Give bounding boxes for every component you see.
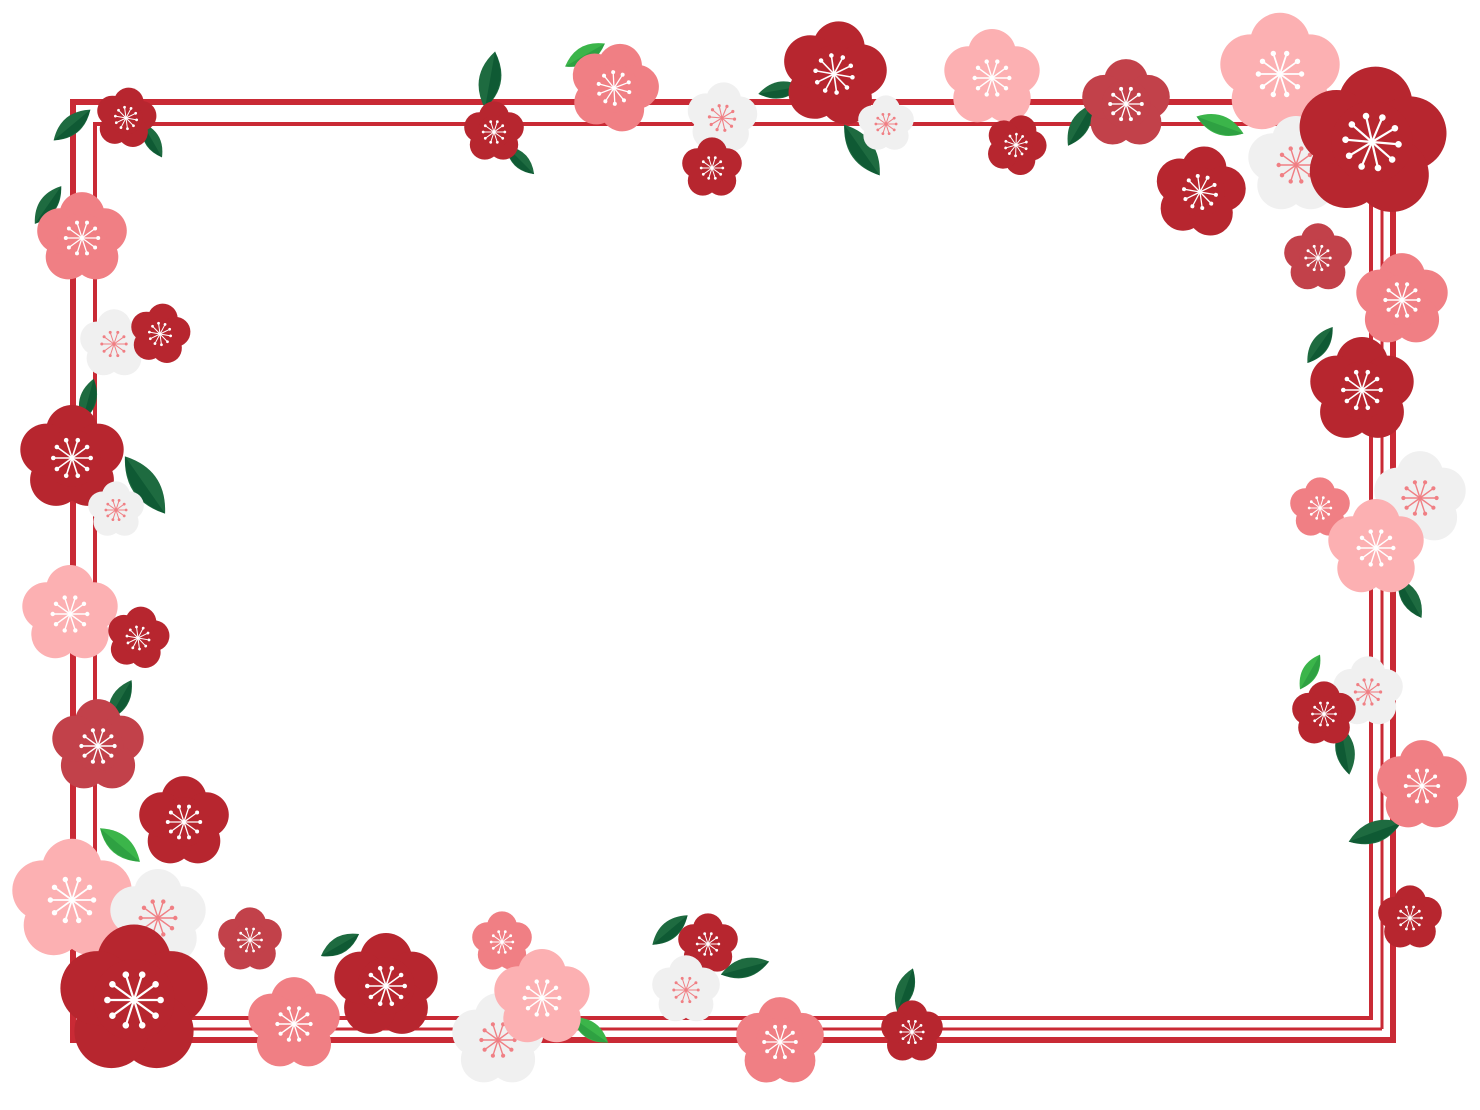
plum-blossom-icon bbox=[60, 924, 208, 1069]
plum-blossom-icon bbox=[858, 95, 914, 150]
plum-blossom-icon bbox=[1377, 740, 1467, 828]
plum-blossom-icon bbox=[20, 405, 124, 506]
leaf-icon bbox=[1196, 114, 1244, 136]
plum-blossom-icon bbox=[1292, 681, 1356, 744]
leaf-icon bbox=[571, 1017, 609, 1043]
plum-blossom-icon bbox=[1156, 146, 1246, 236]
plum-blossom-icon bbox=[464, 101, 524, 160]
leaf-icon bbox=[53, 109, 91, 141]
leaf-icon bbox=[34, 186, 62, 224]
plum-blossom-icon bbox=[682, 137, 742, 196]
leaf-icon bbox=[1307, 326, 1333, 364]
plum-blossom-icon bbox=[988, 115, 1047, 175]
plum-blossom-icon bbox=[1220, 12, 1340, 130]
plum-blossom-icon bbox=[1356, 253, 1448, 343]
plum-blossom-icon bbox=[1328, 499, 1424, 593]
leaf-icon bbox=[1348, 819, 1402, 845]
plum-blossom-icon bbox=[652, 955, 720, 1022]
plum-blossom-icon bbox=[678, 913, 738, 972]
leaf-icon bbox=[844, 124, 880, 176]
plum-blossom-icon bbox=[1310, 337, 1414, 438]
plum-blossom-icon bbox=[37, 192, 127, 280]
leaf-icon bbox=[478, 51, 502, 109]
plum-blossom-icon bbox=[452, 993, 544, 1083]
leaf-icon bbox=[1067, 104, 1093, 146]
plum-blossom-icon bbox=[1378, 885, 1442, 948]
leaf-icon bbox=[100, 828, 140, 862]
plum-blossom-icon bbox=[1284, 223, 1352, 290]
plum-blossom-icon bbox=[52, 699, 144, 789]
plum-blossom-icon bbox=[881, 1000, 943, 1061]
plum-blossom-icon bbox=[334, 933, 438, 1034]
plum-blossom-icon bbox=[88, 481, 144, 536]
plum-blossom-icon bbox=[1299, 66, 1447, 212]
plum-blossom-icon bbox=[248, 977, 340, 1067]
plum-blossom-icon bbox=[494, 949, 590, 1043]
plum-blossom-icon bbox=[944, 29, 1040, 123]
plum-blossom-icon bbox=[784, 21, 887, 125]
plum-blossom-icon bbox=[572, 43, 659, 132]
plum-blossom-icon bbox=[1374, 451, 1466, 541]
plum-blossom-icon bbox=[22, 565, 118, 659]
leaf-icon bbox=[652, 915, 688, 945]
plum-blossom-icon bbox=[139, 776, 229, 864]
leaf-icon bbox=[565, 43, 605, 67]
plum-blossom-icon bbox=[218, 907, 282, 970]
plum-blossom-icon bbox=[472, 911, 532, 970]
plum-blossom-icon bbox=[1290, 477, 1350, 536]
plum-blossom-icon bbox=[131, 303, 191, 364]
blossom-layer bbox=[12, 12, 1467, 1083]
leaf-icon bbox=[124, 456, 166, 514]
leaf-icon bbox=[1299, 654, 1321, 690]
plum-blossom-icon bbox=[108, 606, 170, 668]
plum-blossom-icon bbox=[97, 87, 157, 148]
leaf-icon bbox=[320, 933, 360, 957]
leaf-icon bbox=[894, 968, 916, 1012]
plum-blossom-icon bbox=[736, 997, 824, 1083]
plum-blossom-icon bbox=[1082, 59, 1170, 145]
leaf-icon bbox=[720, 957, 770, 979]
